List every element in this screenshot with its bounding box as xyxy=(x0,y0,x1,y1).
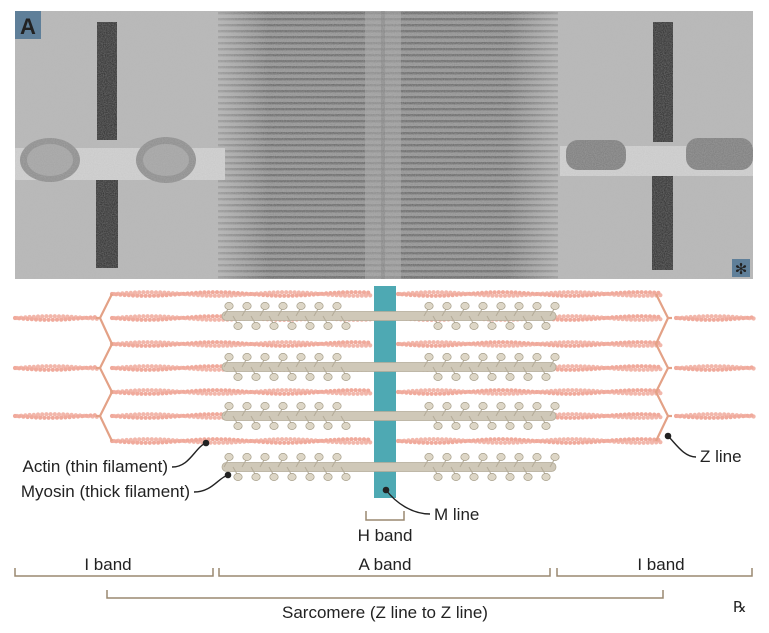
sarcomere-bracket xyxy=(106,590,664,599)
panel-label: A xyxy=(15,11,41,39)
h-band-label: H band xyxy=(358,526,413,545)
z-line-label: Z line xyxy=(700,447,742,466)
myosin-filament xyxy=(221,453,560,481)
a-band-label: A band xyxy=(359,555,412,574)
myosin-filaments xyxy=(221,302,560,481)
m-line-label: M line xyxy=(434,505,479,524)
actin-leader xyxy=(171,442,207,468)
rx-icon: ℞ xyxy=(733,599,746,616)
micrograph-badge: ✻ xyxy=(732,259,750,278)
myosin-filament xyxy=(221,402,560,430)
sarcomere-label: Sarcomere (Z line to Z line) xyxy=(282,603,488,622)
actin-strand xyxy=(395,340,663,348)
band-brackets xyxy=(14,568,753,599)
myosin-leader xyxy=(193,474,229,493)
actin-strand xyxy=(109,340,373,348)
actin-label: Actin (thin filament) xyxy=(23,457,169,476)
myosin-filament xyxy=(221,353,560,381)
zline-leader xyxy=(667,435,697,458)
actin-strand xyxy=(109,437,373,445)
z-lines xyxy=(96,293,672,442)
electron-micrograph xyxy=(15,11,753,279)
i-band-left-label: I band xyxy=(84,555,131,574)
mline-leader xyxy=(385,489,431,515)
asterisk-icon: ✻ xyxy=(735,261,748,278)
actin-strand xyxy=(673,314,756,322)
rx-badge: ℞ xyxy=(731,597,749,616)
actin-strand xyxy=(673,364,756,372)
actin-strand xyxy=(109,388,373,396)
i-band-right-bracket xyxy=(556,568,753,577)
panel-letter: A xyxy=(20,14,36,39)
leader-dots xyxy=(202,432,672,494)
i-band-left-bracket xyxy=(14,568,214,577)
actin-strand xyxy=(395,388,663,396)
actin-strand xyxy=(12,314,99,322)
actin-strand xyxy=(673,412,756,420)
myosin-filament xyxy=(221,302,560,330)
myosin-label: Myosin (thick filament) xyxy=(21,482,190,501)
actin-strand xyxy=(12,364,99,372)
sarcomere-schematic xyxy=(12,286,756,498)
actin-strand xyxy=(109,290,373,298)
actin-strand xyxy=(395,437,663,445)
actin-strand xyxy=(12,412,99,420)
a-band-bracket xyxy=(218,568,551,577)
m-line-bar xyxy=(374,286,396,498)
leaders xyxy=(171,435,697,515)
i-band-right-label: I band xyxy=(637,555,684,574)
actin-strand xyxy=(395,290,663,298)
h-band-bracket xyxy=(365,511,405,521)
